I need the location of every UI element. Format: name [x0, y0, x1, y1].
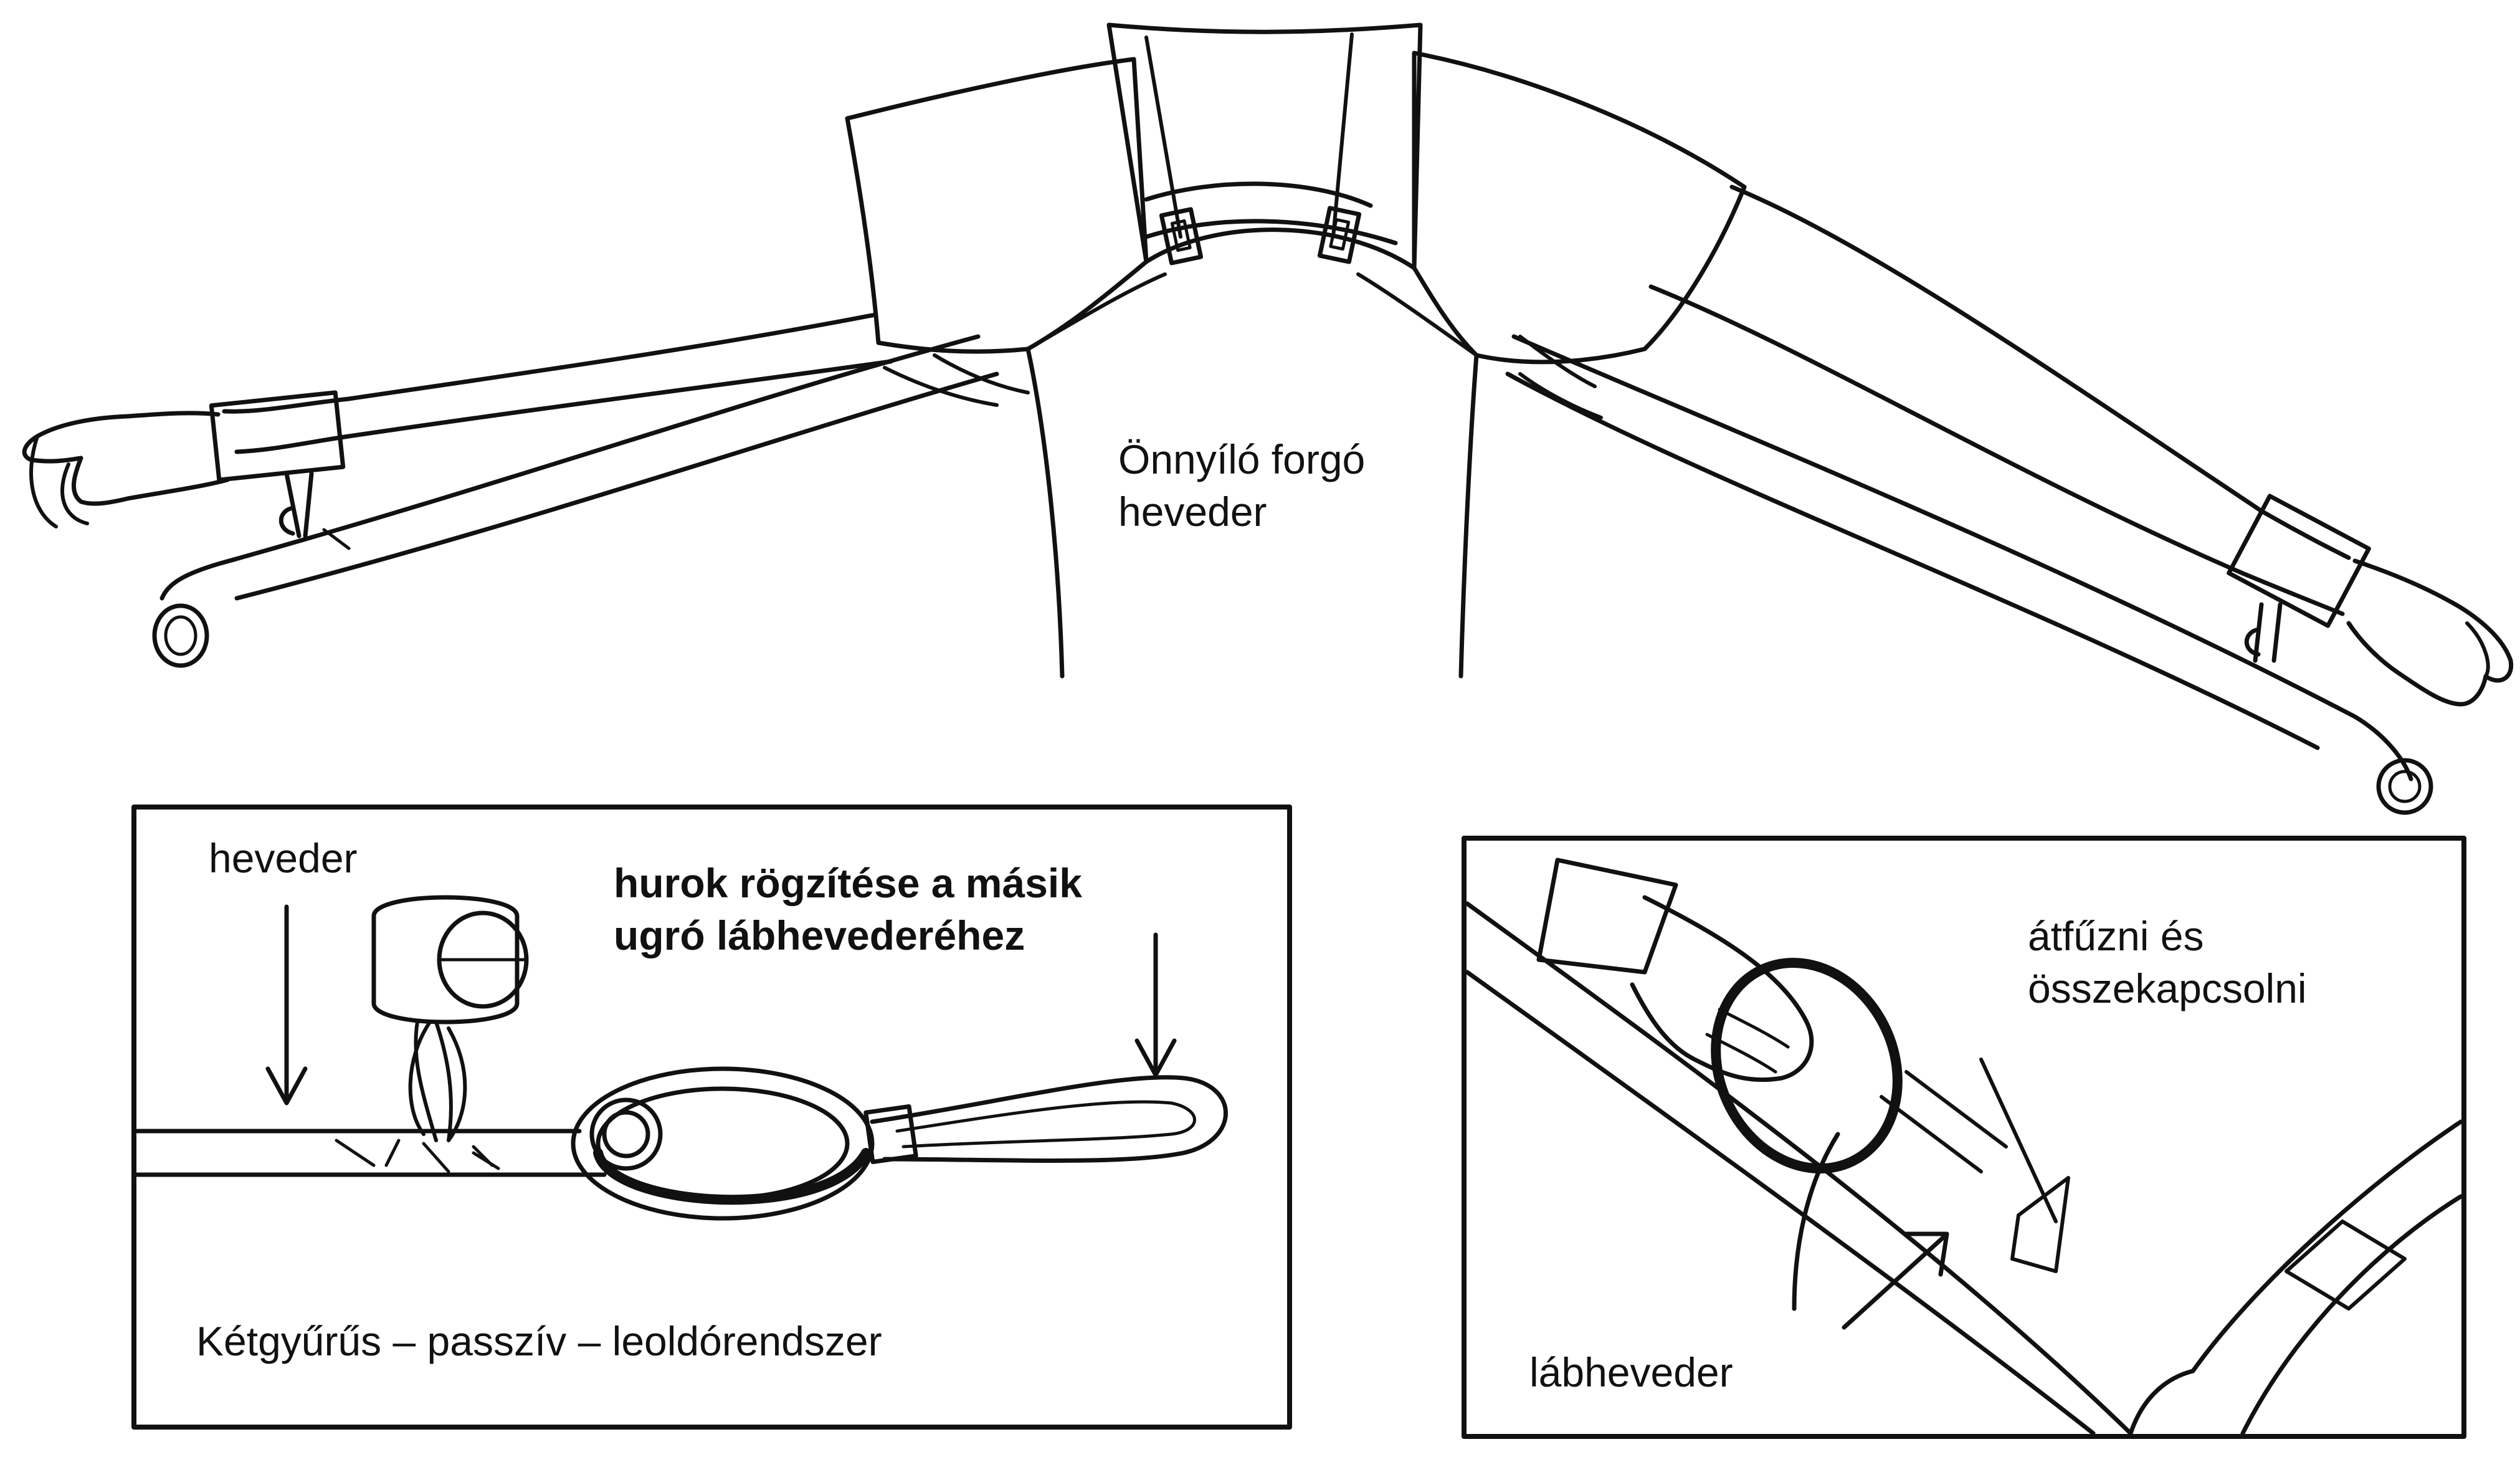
labheveder-label: lábheveder	[1529, 1346, 1733, 1398]
attuzni-label-line2: összekapcsolni	[2028, 962, 2307, 1015]
jacket-right-panel	[1414, 53, 1744, 362]
right-wrist-cuff	[2229, 496, 2369, 626]
hurok-label-line2: ugró lábhevederéhez	[614, 909, 1082, 962]
main-strap	[137, 1131, 604, 1175]
hurok-arrow	[1137, 935, 1174, 1075]
strap-loop	[872, 1077, 1226, 1161]
left-deployment-strap	[162, 337, 997, 598]
hurok-label: hurok rögzítése a másik ugró lábhevederé…	[614, 857, 1082, 962]
left-swivel-clip	[281, 474, 311, 536]
heveder-label: heveder	[209, 832, 358, 884]
top-label-line1: Önnyíló forgó	[1118, 433, 1365, 485]
labheveder-arrow	[1844, 1234, 1947, 1327]
jumper-right-leg	[1461, 355, 1476, 676]
left-panel-caption: Kétgyűrűs – passzív – leoldórendszer	[196, 1315, 882, 1367]
top-label: Önnyíló forgó heveder	[1118, 433, 1365, 538]
second-leg-strap	[2193, 1122, 2461, 1433]
top-label-line2: heveder	[1118, 485, 1365, 538]
attuzni-label: átfűzni és összekapcsolni	[2028, 910, 2307, 1015]
left-strap-ring	[155, 606, 207, 666]
left-wrist-cuff	[211, 393, 343, 480]
left-arm	[224, 315, 891, 452]
right-deployment-strap	[1508, 337, 2411, 779]
shoulder-harness-strap	[1109, 25, 1420, 268]
attuzni-label-line1: átfűzni és	[2028, 910, 2307, 962]
heveder-arrow	[268, 907, 305, 1103]
hurok-label-line1: hurok rögzítése a másik	[614, 857, 1082, 909]
jumper-leg	[1794, 1134, 1838, 1309]
jumper-figure	[24, 25, 2511, 813]
left-hand	[24, 413, 227, 504]
right-hand	[2349, 561, 2511, 704]
jumper-left-leg	[1028, 349, 1062, 676]
right-swivel-clip	[2247, 604, 2280, 661]
right-arm	[1651, 187, 2349, 614]
gloved-hand	[1539, 860, 1676, 972]
